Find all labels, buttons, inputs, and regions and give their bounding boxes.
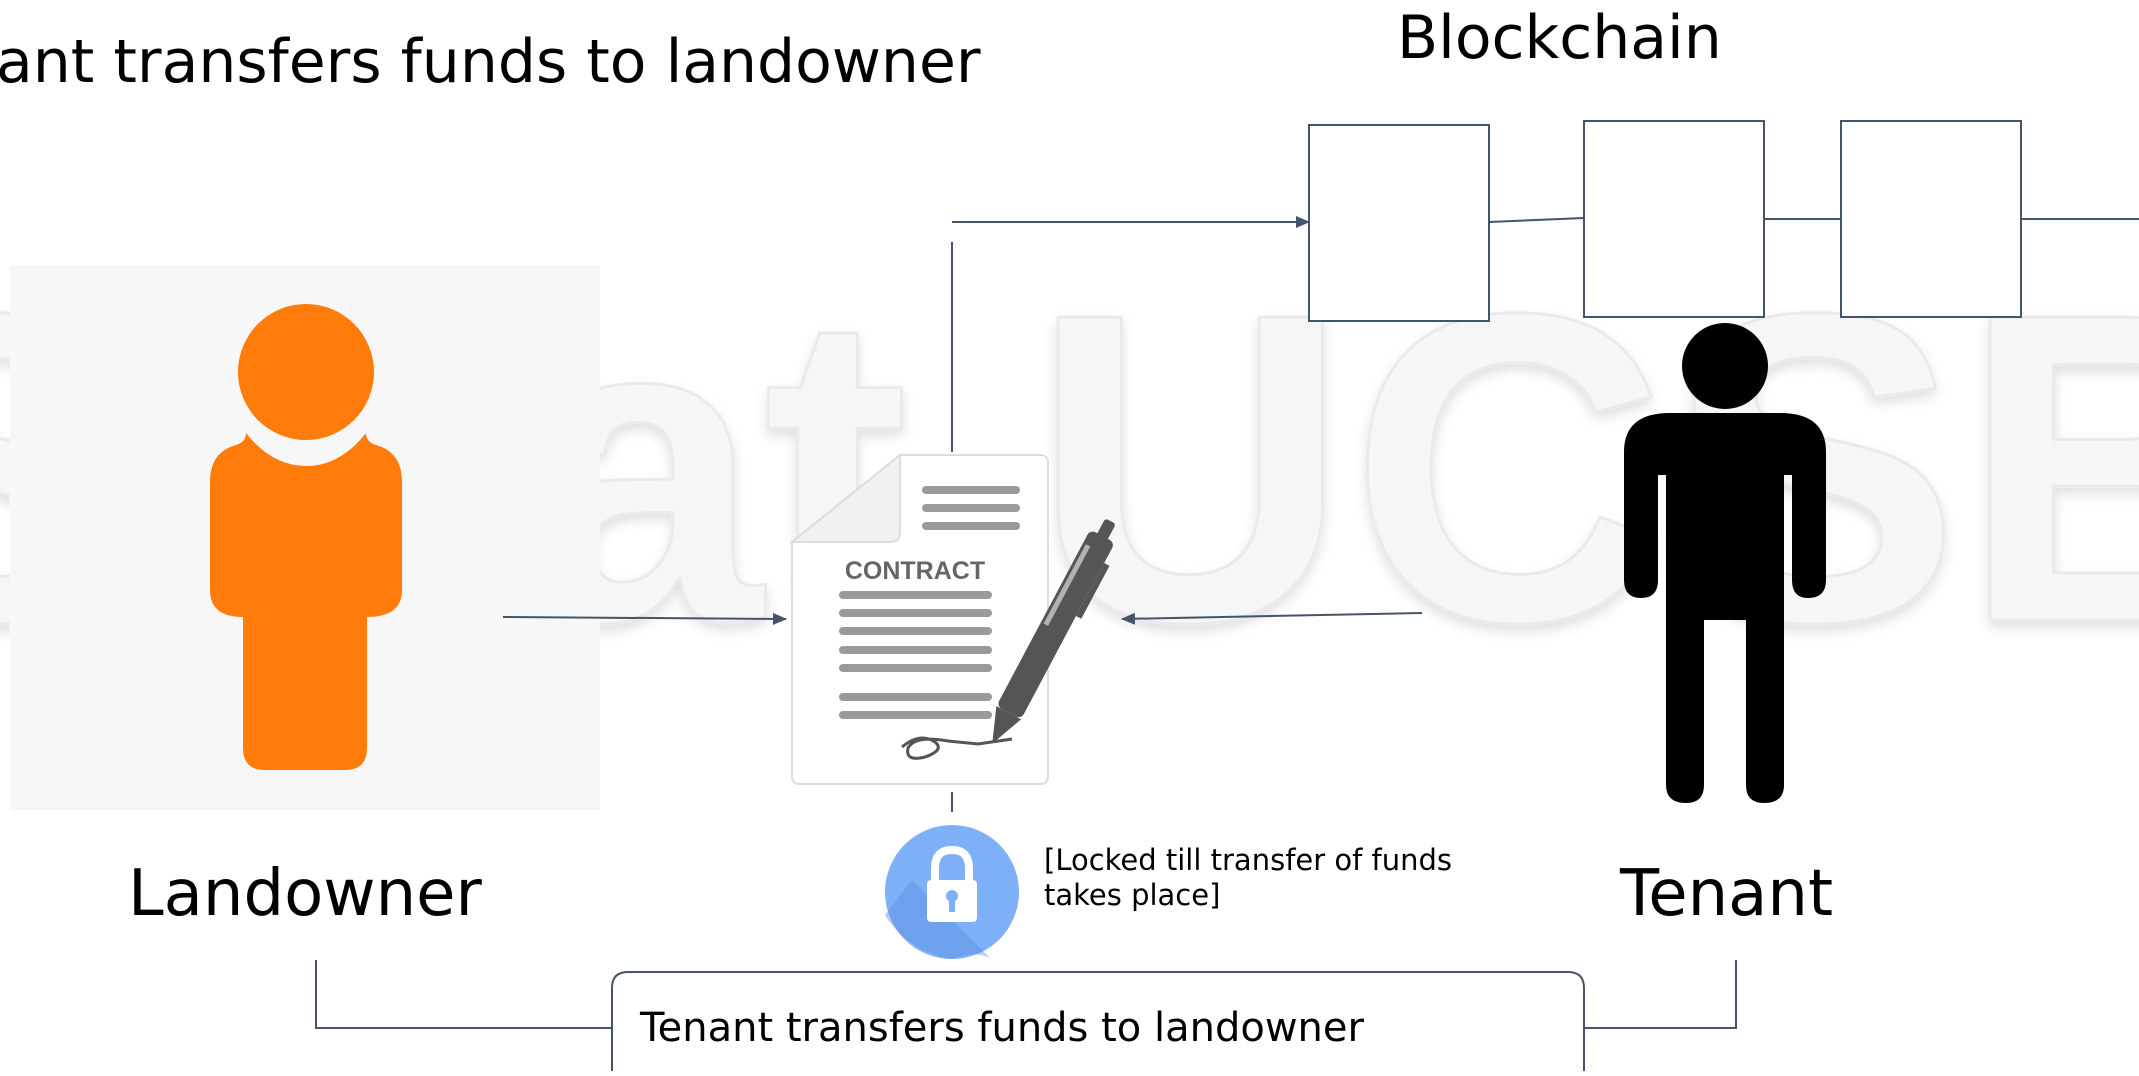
blockchain-links bbox=[1488, 217, 2139, 223]
pen-icon bbox=[992, 519, 1115, 744]
landowner-to-contract-arrow bbox=[502, 612, 787, 625]
tenant-label: Tenant bbox=[1620, 857, 1834, 931]
signed-contract-icon: CONTRACT bbox=[789, 452, 1115, 785]
block-2 bbox=[1583, 120, 1765, 318]
tenant-to-contract-arrow bbox=[1121, 612, 1423, 625]
contract-heading: CONTRACT bbox=[845, 557, 985, 585]
actors-connector bbox=[315, 960, 1737, 1029]
tenant-person-icon bbox=[1624, 323, 1826, 803]
transfer-box-label: Tenant transfers funds to landowner bbox=[640, 1005, 1364, 1051]
landowner-person-icon bbox=[210, 304, 402, 770]
title-text: ant transfers funds to landowner bbox=[0, 27, 981, 97]
block-3 bbox=[1840, 120, 2022, 318]
transfer-box bbox=[611, 971, 1585, 1071]
lock-note: [Locked till transfer of funds takes pla… bbox=[1044, 843, 1453, 912]
blockchain bbox=[1308, 120, 2022, 322]
blockchain-label: Blockchain bbox=[1397, 3, 1722, 73]
block-1 bbox=[1308, 124, 1490, 322]
padlock-icon bbox=[885, 825, 1019, 959]
landowner-label: Landowner bbox=[128, 857, 482, 931]
contract-to-blockchain-arrow bbox=[951, 216, 1310, 452]
